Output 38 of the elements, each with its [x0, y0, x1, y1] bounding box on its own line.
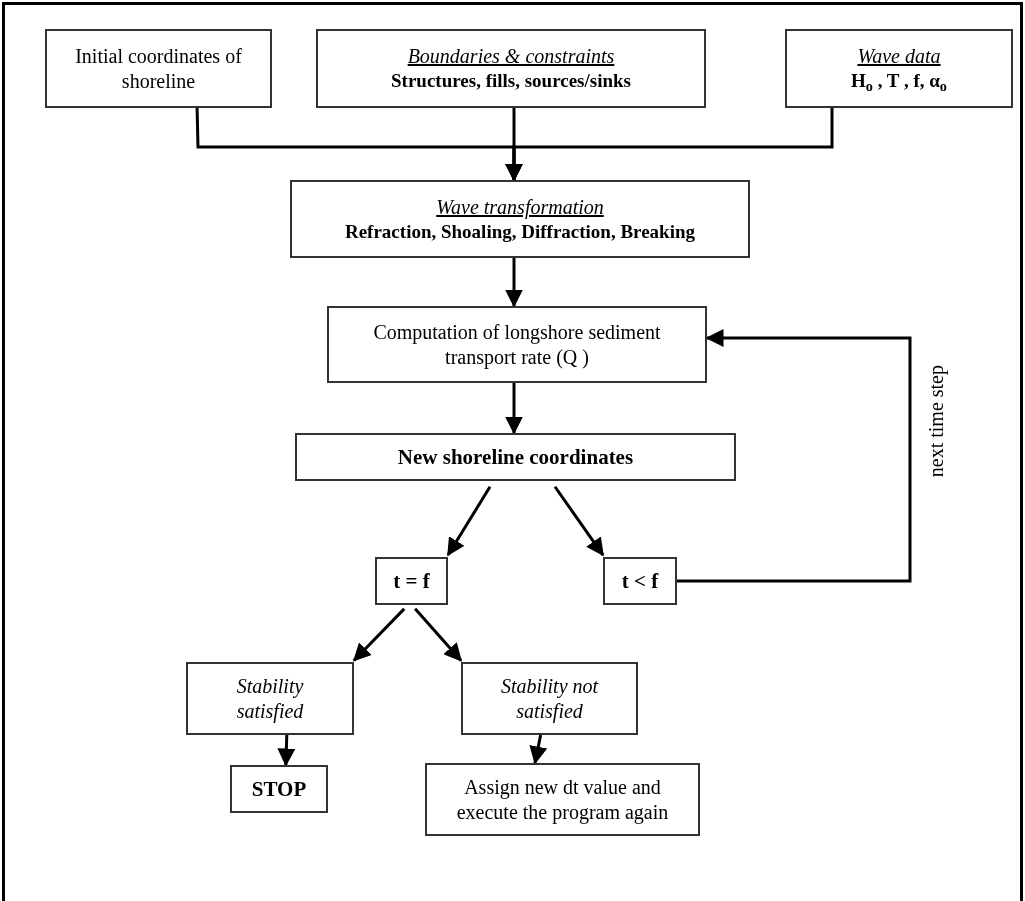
arrow [352, 607, 406, 662]
arrow [277, 734, 296, 767]
box-text: t = f [393, 567, 430, 595]
process-box [290, 180, 750, 258]
input-box [45, 29, 272, 108]
arrow [414, 607, 463, 662]
edge-label: next time step [926, 365, 946, 478]
input-box [785, 29, 1013, 108]
box-body-text: H$_{o}$ , T , f, α$_{o}$ [851, 69, 947, 93]
box-text: Stability satisfied [235, 673, 305, 724]
arrow [505, 258, 523, 308]
condition-box [603, 557, 677, 605]
box-text: STOP [251, 775, 307, 803]
box-body-text: Structures, fills, sources/sinks [391, 69, 631, 93]
arrow [553, 485, 605, 557]
input-box [316, 29, 706, 108]
check-box [186, 662, 354, 735]
check-box [461, 662, 638, 735]
box-heading: Wave data [857, 44, 941, 70]
arrow [529, 734, 548, 765]
box-body-text: Refraction, Shoaling, Diffraction, Breaking [344, 219, 696, 244]
box-text: t < f [621, 567, 659, 595]
condition-box [375, 557, 448, 605]
box-heading: Wave transformation [436, 194, 604, 220]
box-text: Assign new dt value and execute the program again [455, 774, 670, 825]
arrow [505, 108, 834, 182]
box-text: Initial coordinates of shoreline [74, 43, 243, 94]
end-box [230, 765, 328, 813]
box-text: Computation of longshore sediment transport rate (Q ) [372, 319, 662, 370]
box-heading: Boundaries & constraints [407, 44, 615, 70]
arrow [677, 329, 912, 583]
process-box [425, 763, 700, 836]
process-box [327, 306, 707, 383]
arrow [446, 485, 492, 557]
process-box [295, 433, 736, 481]
box-text: New shoreline coordinates [397, 443, 634, 471]
box-text: Stability not satisfied [499, 673, 600, 724]
arrow [505, 383, 523, 435]
